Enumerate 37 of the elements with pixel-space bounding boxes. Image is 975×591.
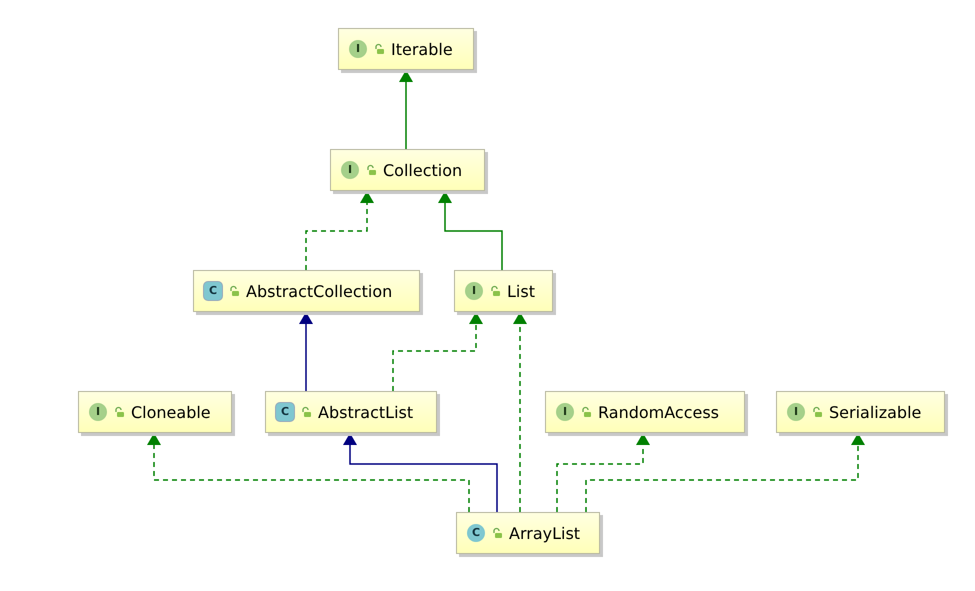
class-box <box>454 270 553 312</box>
type-badge: I <box>349 40 367 58</box>
class-box <box>776 391 945 433</box>
arrow <box>147 433 470 512</box>
type-badge: C <box>276 403 294 421</box>
arrow <box>438 191 503 270</box>
arrow <box>305 191 374 270</box>
arrow <box>343 433 498 512</box>
type-badge: C <box>467 524 485 542</box>
type-badge: I <box>341 161 359 179</box>
arrow <box>299 312 313 391</box>
arrow <box>556 433 650 512</box>
type-badge: I <box>556 403 574 421</box>
class-box <box>78 391 232 433</box>
class-name: ArrayList <box>509 524 580 542</box>
class-box <box>456 512 600 554</box>
arrow <box>513 312 527 512</box>
class-box <box>338 28 474 70</box>
class-name: RandomAccess <box>598 402 720 422</box>
class-name: Cloneable <box>131 402 211 422</box>
class-box <box>265 391 437 433</box>
type-badge: I <box>89 403 107 421</box>
class-box <box>330 149 485 191</box>
class-name: Collection <box>383 160 462 180</box>
type-badge: I <box>465 282 483 300</box>
class-box <box>193 270 420 312</box>
class-box <box>545 391 745 433</box>
class-name: Serializable <box>829 402 922 422</box>
type-badge: C <box>204 282 222 300</box>
class-name: List <box>507 282 535 300</box>
type-badge: I <box>787 403 805 421</box>
class-name: Iterable <box>391 40 453 58</box>
arrow <box>392 312 483 391</box>
arrow <box>585 433 865 512</box>
class-name: AbstractList <box>318 402 414 422</box>
class-name: AbstractCollection <box>246 282 392 300</box>
arrow <box>399 70 413 149</box>
